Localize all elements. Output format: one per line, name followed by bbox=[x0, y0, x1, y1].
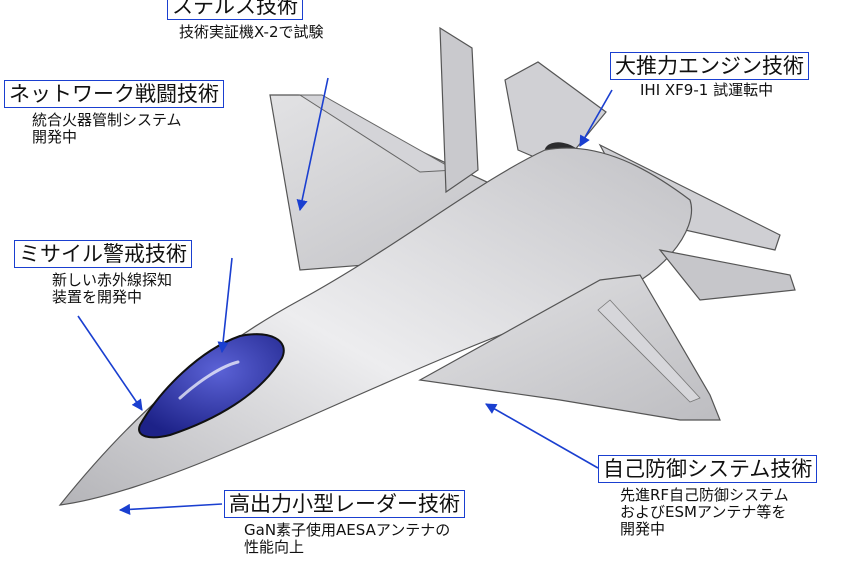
callout-stealth-line: 技術実証機X-2で試験 bbox=[179, 23, 324, 41]
callout-engine: 大推力エンジン技術 IHI XF9-1 試運転中 bbox=[610, 52, 809, 99]
callout-stealth-title: ステルス技術 bbox=[167, 0, 303, 20]
canopy-highlight bbox=[178, 360, 240, 400]
callout-self-defense-line: 開発中 bbox=[620, 520, 666, 538]
callout-stealth: ステルス技術 技術実証機X-2で試験 bbox=[167, 0, 324, 41]
leader-missile-warning bbox=[217, 257, 233, 354]
callout-self-defense-line: 先進RF自己防御システム bbox=[620, 486, 789, 504]
leader-stealth bbox=[296, 77, 329, 212]
canopy bbox=[138, 333, 285, 439]
callout-network-line: 統合火器管制システム bbox=[32, 111, 182, 129]
lower-stabilizer bbox=[658, 249, 796, 301]
callout-radar-line: 性能向上 bbox=[244, 538, 305, 556]
callout-engine-title: 大推力エンジン技術 bbox=[610, 52, 809, 80]
callout-self-defense-title: 自己防御システム技術 bbox=[598, 455, 818, 483]
leader-missile-warning-2 bbox=[77, 315, 143, 411]
leader-self-defense bbox=[485, 403, 599, 469]
callout-engine-line: IHI XF9-1 試運転中 bbox=[640, 81, 774, 99]
leader-engine bbox=[579, 89, 613, 147]
callout-missile-warning-title: ミサイル警戒技術 bbox=[14, 240, 192, 268]
left-vertical-tail bbox=[439, 26, 479, 194]
callout-self-defense-line: およびESMアンテナ等を bbox=[620, 503, 787, 521]
callout-radar: 高出力小型レーダー技術 GaN素子使用AESAアンテナの 性能向上 bbox=[224, 490, 465, 556]
callout-network-title: ネットワーク戦闘技術 bbox=[4, 80, 224, 108]
right-wing-edge bbox=[597, 299, 701, 403]
callout-radar-line: GaN素子使用AESAアンテナの bbox=[244, 521, 451, 539]
leader-radar bbox=[118, 503, 223, 515]
right-wing bbox=[418, 274, 721, 421]
callout-missile-warning-line: 装置を開発中 bbox=[52, 288, 143, 306]
callout-network: ネットワーク戦闘技術 統合火器管制システム 開発中 bbox=[4, 80, 224, 146]
callout-self-defense: 自己防御システム技術 先進RF自己防御システム およびESMアンテナ等を 開発中 bbox=[598, 455, 818, 538]
callout-radar-title: 高出力小型レーダー技術 bbox=[224, 490, 465, 518]
callout-network-line: 開発中 bbox=[32, 128, 78, 146]
callout-missile-warning: ミサイル警戒技術 新しい赤外線探知 装置を開発中 bbox=[14, 240, 192, 306]
callout-missile-warning-line: 新しい赤外線探知 bbox=[52, 271, 173, 289]
